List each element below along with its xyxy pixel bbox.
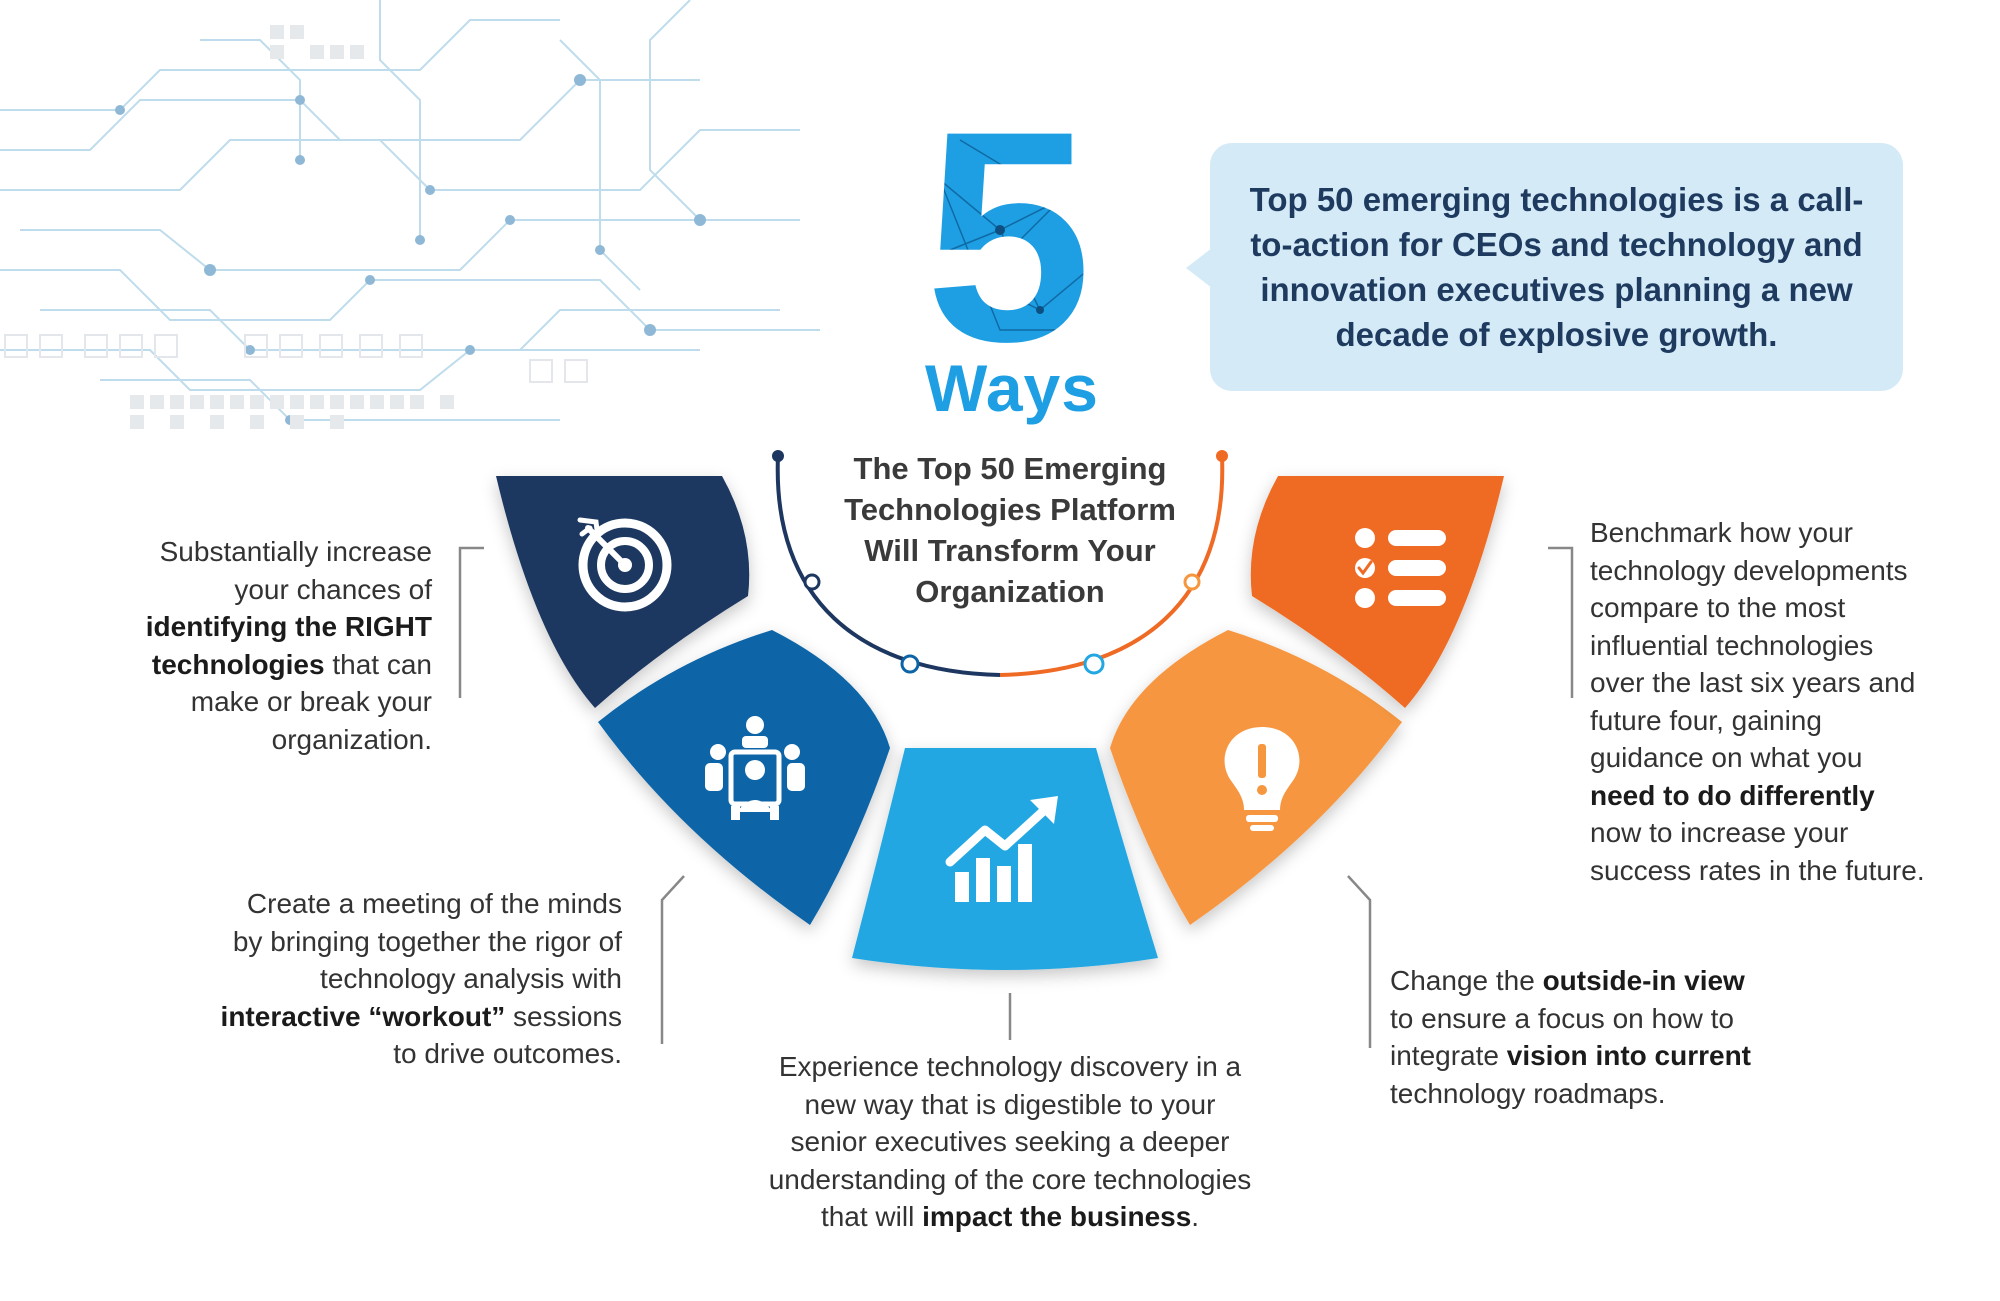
description-line: compare to the most (1590, 589, 1975, 627)
center-title-line-2: Technologies Platform (844, 492, 1176, 527)
description-text: Experience technology discovery in a (778, 1051, 1242, 1082)
segment-2-meeting-of-minds (598, 630, 890, 925)
connector-lines (458, 546, 1574, 1048)
checklist-icon (1355, 528, 1446, 608)
description-line: your chances of (92, 571, 432, 609)
description-line: understanding of the core technologies (725, 1161, 1295, 1199)
description-line: over the last six years and (1590, 664, 1975, 702)
description-line: need to do differently (1590, 777, 1975, 815)
description-text: make or break your (190, 686, 432, 717)
description-line: senior executives seeking a deeper (725, 1123, 1295, 1161)
description-text: influential technologies (1590, 629, 1874, 661)
description-line: organization. (92, 721, 432, 759)
description-text: to ensure a focus on how to (1390, 1002, 1734, 1034)
description-emphasis: interactive “workout” (220, 1000, 506, 1032)
callout-pointer (1186, 248, 1212, 288)
description-text: understanding of the core technologies (768, 1163, 1252, 1195)
description-line: interactive “workout” sessions (160, 998, 622, 1036)
description-text: that will (820, 1201, 923, 1232)
description-emphasis: technologies (151, 648, 325, 680)
description-benchmark: Benchmark how your technology development… (1590, 514, 1975, 889)
description-text: guidance on what you (1590, 742, 1863, 773)
description-line: integrate vision into current (1390, 1037, 1820, 1075)
description-line: that will impact the business. (725, 1198, 1295, 1236)
center-title-line-4: Organization (915, 574, 1105, 609)
description-text: technology developments (1590, 554, 1908, 586)
circuit-pattern-decoration (0, 0, 820, 421)
description-emphasis: vision into current (1506, 1040, 1751, 1071)
description-text: Change the (1390, 965, 1543, 996)
description-line: Change the outside-in view (1390, 962, 1820, 1000)
description-line: technology roadmaps. (1390, 1075, 1820, 1113)
headline-word-ways: Ways (925, 351, 1099, 425)
meeting-icon (705, 716, 805, 820)
description-emphasis: impact the business (922, 1201, 1192, 1232)
description-line: future four, gaining (1590, 702, 1975, 740)
description-line: influential technologies (1590, 627, 1975, 665)
center-title-line-1: The Top 50 Emerging (853, 451, 1167, 486)
growth-chart-icon (945, 796, 1058, 902)
pixel-grid-decoration (130, 25, 454, 429)
description-meeting-of-minds: Create a meeting of the minds by bringing… (160, 885, 622, 1073)
description-line: technology analysis with (160, 960, 622, 998)
description-text: by bringing together the rigor of (232, 925, 622, 957)
description-line: new way that is digestible to your (725, 1086, 1295, 1124)
description-emphasis: identifying the RIGHT (145, 611, 432, 642)
description-text: organization. (271, 723, 432, 755)
description-text: integrate (1390, 1040, 1507, 1071)
description-text: future four, gaining (1590, 704, 1822, 736)
callout-bubble: Top 50 emerging technologies is a call-t… (1210, 143, 1903, 391)
description-text: over the last six years and (1590, 667, 1916, 698)
description-line: Substantially increase (92, 533, 432, 571)
description-text: Benchmark how your (1590, 517, 1854, 548)
description-text: senior executives seeking a deeper (790, 1126, 1230, 1157)
circuit-nodes-decoration (115, 74, 706, 425)
description-line: by bringing together the rigor of (160, 923, 622, 961)
description-identify-right-technologies: Substantially increase your chances of ide… (92, 533, 432, 758)
center-arc-connector (772, 450, 1228, 677)
description-line: guidance on what you (1590, 739, 1975, 777)
description-text: now to increase your (1590, 817, 1849, 848)
description-technology-discovery: Experience technology discovery in a new … (725, 1048, 1295, 1236)
description-line: make or break your (92, 683, 432, 721)
center-title-line-3: Will Transform Your (864, 533, 1156, 568)
description-line: Experience technology discovery in a (725, 1048, 1295, 1086)
description-line: technology developments (1590, 552, 1975, 590)
description-emphasis: need to do differently (1590, 779, 1875, 811)
description-text: Substantially increase (159, 536, 432, 567)
description-text: that can (324, 648, 432, 680)
description-text: compare to the most (1590, 592, 1846, 623)
description-line: success rates in the future. (1590, 852, 1975, 890)
lightbulb-icon (1224, 727, 1300, 831)
description-text: success rates in the future. (1590, 854, 1925, 886)
callout-text: Top 50 emerging technologies is a call-t… (1249, 181, 1864, 353)
description-line: identifying the RIGHT (92, 608, 432, 646)
description-emphasis: outside-in view (1542, 965, 1745, 996)
target-icon (577, 517, 672, 612)
outlined-squares-decoration (4, 334, 588, 383)
description-line: to drive outcomes. (160, 1035, 622, 1073)
segment-3-technology-discovery (852, 748, 1158, 970)
description-line: technologies that can (92, 646, 432, 684)
description-text: . (1191, 1201, 1200, 1232)
description-text: new way that is digestible to your (804, 1088, 1216, 1120)
center-title: The Top 50 Emerging Technologies Platfor… (820, 448, 1200, 612)
description-line: to ensure a focus on how to (1390, 1000, 1820, 1038)
description-text: sessions (505, 1000, 622, 1032)
description-line: Benchmark how your (1590, 514, 1975, 552)
five-network-texture (925, 120, 1092, 350)
description-line: now to increase your (1590, 814, 1975, 852)
description-text: to drive outcomes. (393, 1038, 622, 1069)
description-text: your chances of (234, 573, 432, 605)
description-line: Create a meeting of the minds (160, 885, 622, 923)
description-text: Create a meeting of the minds (246, 888, 622, 919)
description-text: technology analysis with (320, 963, 622, 994)
description-text: technology roadmaps. (1390, 1077, 1666, 1109)
